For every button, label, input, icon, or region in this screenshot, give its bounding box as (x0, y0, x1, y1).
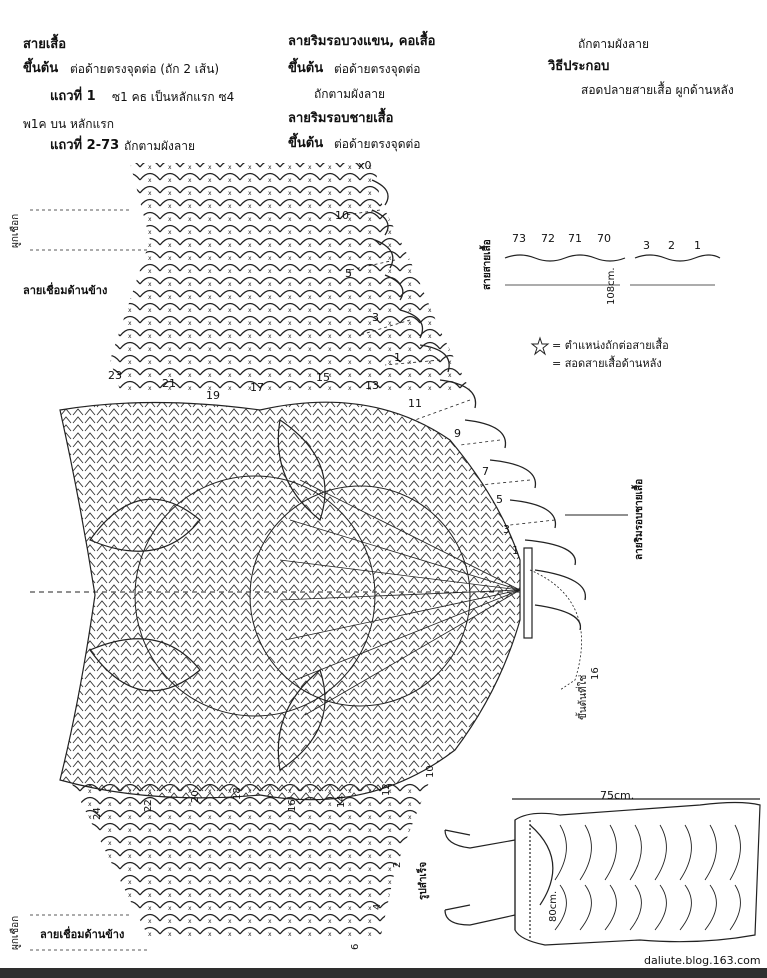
start-here-label: ขึ้นต้นที่ใช่ (578, 674, 589, 720)
hem-edge-label: ลายริมรอบชายเสื้อ (634, 478, 645, 560)
strap-num-70: 70 (597, 232, 611, 245)
row-num-u1: 21 (162, 377, 176, 390)
row-num-u0: 23 (108, 369, 122, 382)
rows-text: ถักตามผังลาย (124, 139, 195, 153)
side-join-bottom: ลายเชื่อมด้านข้าง (40, 928, 125, 941)
right-num-1: 1 (394, 351, 401, 364)
start-num: 16 (590, 667, 601, 680)
edge-start-text: ต่อด้ายตรงจุดต่อ (334, 62, 421, 76)
watermark: daliute.blog.163.com (644, 954, 761, 967)
strap-num-2: 2 (668, 239, 675, 252)
strap-num-3: 3 (643, 239, 650, 252)
body-title: สายเสื้อ (23, 37, 67, 52)
left-mark-top: ผูกเชือก (10, 213, 21, 248)
row-num-l2: 20 (190, 790, 201, 803)
row1-text: ซ1 คธ เป็นหลักแรก ซ4 (112, 90, 235, 104)
strap-label: สายสายเสื้อ (482, 239, 493, 290)
side-join-top: ลายเชื่อมด้านข้าง (23, 284, 108, 297)
row-num-u8: 7 (482, 465, 489, 478)
lower-mesh (70, 780, 430, 940)
upper-mesh (110, 163, 470, 390)
row-num-u6: 11 (408, 397, 422, 410)
row-num-l7: 10 (425, 765, 436, 778)
strap-num-72: 72 (541, 232, 555, 245)
edge-follow: ถักตามผังลาย (314, 87, 385, 101)
row-num-l3: 18 (232, 787, 243, 800)
hem-scallops (371, 179, 587, 631)
strap-num-71: 71 (568, 232, 582, 245)
row-num-l6: 12 (381, 783, 392, 796)
right-num-10: 10 (335, 209, 349, 222)
strap-length: 108cm. (606, 267, 617, 305)
lb-num-6: 6 (350, 943, 361, 950)
row-num-l5: 14 (336, 795, 347, 808)
row-num-l0: 24 (92, 807, 103, 820)
row1-cont: พ1ค บน หลักแรก (23, 117, 114, 131)
row-num-u7: 9 (454, 427, 461, 440)
top-right-follow: ถักตามผังลาย (578, 37, 649, 51)
lb-num-4: 4 (372, 903, 383, 910)
row-num-u11: 1 (512, 544, 519, 557)
footer-bar (0, 968, 767, 978)
body-start-text: ต่อด้ายตรงจุดต่อ (ถัก 2 เส้น) (70, 62, 220, 76)
row-num-u4: 15 (316, 371, 330, 384)
finished-label: รูปสำเร็จ (418, 861, 429, 900)
row-num-u5: 13 (365, 379, 379, 392)
right-num-5: 5 (345, 267, 352, 280)
body-start-label: ขึ้นต้น (23, 61, 59, 76)
strap-num-1: 1 (694, 239, 701, 252)
row-num-u9: 5 (496, 493, 503, 506)
strap-num-73: 73 (512, 232, 526, 245)
rows-label: แถวที่ 2-73 (50, 138, 120, 153)
height-80: 80cm. (548, 890, 559, 922)
row-num-l4: 16 (287, 799, 298, 812)
edge-title: ลายริมรอบวงแขน, คอเสื้อ (288, 34, 436, 49)
row1-label: แถวที่ 1 (50, 89, 96, 104)
left-mark-bottom: ผูกเชือก (10, 915, 21, 950)
row-num-u2: 19 (206, 389, 220, 402)
hem-start-label: ขึ้นต้น (288, 136, 324, 151)
star-icon (530, 336, 550, 356)
assembly-title: วิธีประกอบ (548, 59, 610, 74)
strap-chain (504, 254, 721, 286)
pineapple-body (59, 401, 521, 801)
assembly-text: สอดปลายสายเสื้อ ผูกด้านหลัง (581, 83, 734, 97)
hem-title: ลายริมรอบชายเสื้อ (288, 111, 394, 126)
legend-eq-text: = สอดสายเสื้อด้านหลัง (552, 357, 662, 370)
row-num-u10: 3 (503, 523, 510, 536)
hem-start-text: ต่อด้ายตรงจุดต่อ (334, 137, 421, 151)
finished-garment (444, 798, 761, 946)
right-num-3: 3 (372, 311, 379, 324)
width-75: 75cm. (600, 789, 635, 802)
edge-start-label: ขึ้นต้น (288, 61, 324, 76)
right-num-x0: x0 (358, 159, 372, 172)
row-num-l1: 22 (143, 799, 154, 812)
lb-num-2: 2 (392, 861, 403, 868)
legend-star-text: = ตำแหน่งถักต่อสายเสื้อ (552, 339, 669, 352)
row-num-u3: 17 (250, 381, 264, 394)
